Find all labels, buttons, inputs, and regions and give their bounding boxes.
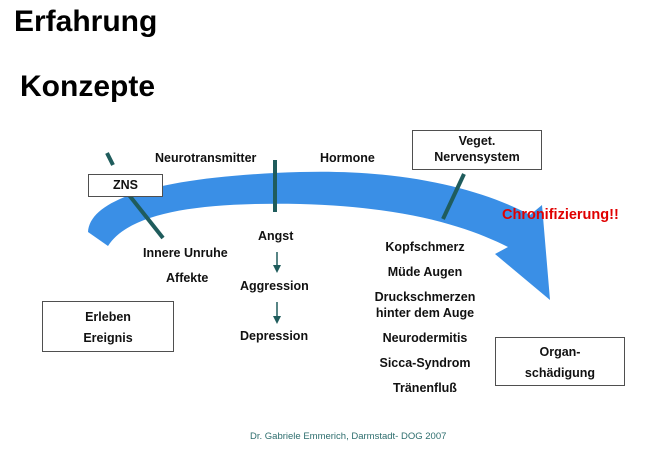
veget-box-line-2: Nervensystem	[434, 149, 520, 164]
aggression-label: Aggression	[240, 279, 309, 293]
symptom-neurodermitis: Neurodermitis	[382, 331, 468, 345]
angst-aggression-arrowhead	[273, 265, 281, 273]
erleben-box-line-1: Erleben	[85, 310, 131, 324]
symptom-traenenfluss: Tränenfluß	[393, 381, 457, 395]
chronification-label: Chronifizierung!!	[502, 207, 619, 223]
zns-box-label: ZNS	[113, 178, 138, 192]
symptom-muede-augen: Müde Augen	[387, 265, 463, 279]
veget-bar	[441, 173, 466, 220]
erleben-box: Erleben Ereignis	[42, 301, 174, 352]
slide-title: Erfahrung	[14, 5, 158, 38]
process-arc-arrow	[88, 171, 550, 300]
slide-subtitle: Konzepte	[20, 70, 155, 103]
organ-box-line-2: schädigung	[524, 366, 596, 380]
veget-box: Veget. Nervensystem	[412, 130, 542, 170]
zns-box: ZNS	[88, 174, 163, 197]
zns-bar	[127, 193, 165, 240]
veget-box-line-1: Veget.	[458, 134, 496, 148]
innere-unruhe-label: Innere Unruhe	[143, 246, 228, 260]
zns-top-tick	[105, 152, 115, 166]
organ-box-line-1: Organ-	[539, 345, 581, 359]
erleben-box-line-2: Ereignis	[83, 331, 133, 345]
affekte-label: Affekte	[166, 271, 209, 285]
neurotransmitter-label: Neurotransmitter	[155, 151, 257, 165]
footer-credit: Dr. Gabriele Emmerich, Darmstadt- DOG 20…	[250, 431, 447, 442]
depression-label: Depression	[240, 329, 309, 343]
symptom-druckschmerzen: Druckschmerzen	[374, 290, 476, 304]
symptom-hinter-dem-auge: hinter dem Auge	[375, 306, 475, 320]
aggression-depression-arrowhead	[273, 316, 281, 324]
organ-box: Organ- schädigung	[495, 337, 625, 386]
symptom-sicca-syndrom: Sicca-Syndrom	[379, 356, 471, 370]
angst-label: Angst	[258, 229, 294, 243]
hormone-label: Hormone	[320, 151, 375, 165]
symptom-kopfschmerz: Kopfschmerz	[385, 240, 465, 254]
